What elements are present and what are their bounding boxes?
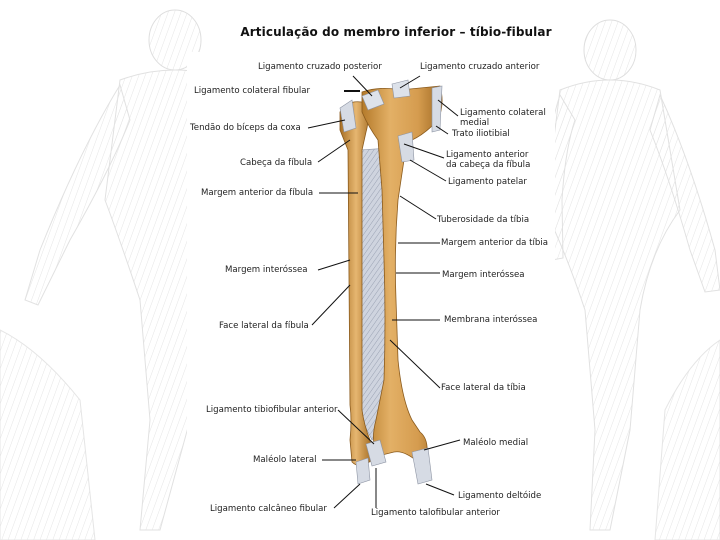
label-margem-interossea-fibula: Margem interóssea: [225, 265, 308, 275]
label-ligamento-anterior-cabeca-fibula: Ligamento anterior da cabeça da fíbula: [446, 150, 530, 170]
label-margem-anterior-fibula: Margem anterior da fíbula: [201, 188, 313, 198]
label-ligamento-colateral-fibular: Ligamento colateral fibular: [194, 86, 310, 96]
label-trato-iliotibial: Trato iliotibial: [452, 129, 510, 139]
label-maleolo-medial: Maléolo medial: [463, 438, 528, 448]
label-ligamento-tibiofibular-anterior: Ligamento tibiofibular anterior: [206, 405, 338, 415]
label-ligamento-calcaneo-fibular: Ligamento calcâneo fibular: [210, 504, 327, 514]
label-margem-interossea-tibia: Margem interóssea: [442, 270, 525, 280]
label-ligamento-deltoide: Ligamento deltóide: [458, 491, 541, 501]
label-ligamento-patelar: Ligamento patelar: [448, 177, 527, 187]
label-tuberosidade-tibia: Tuberosidade da tíbia: [437, 215, 529, 225]
label-membrana-interossea: Membrana interóssea: [444, 315, 537, 325]
label-ligamento-colateral-medial: Ligamento colateral medial: [460, 108, 546, 128]
label-ligamento-cruzado-anterior: Ligamento cruzado anterior: [420, 62, 539, 72]
label-maleolo-lateral: Maléolo lateral: [253, 455, 317, 465]
label-margem-anterior-tibia: Margem anterior da tíbia: [441, 238, 548, 248]
label-face-lateral-tibia: Face lateral da tíbia: [441, 383, 526, 393]
label-ligamento-cruzado-posterior: Ligamento cruzado posterior: [258, 62, 382, 72]
background-figure-right: [545, 20, 720, 540]
label-cabeca-fibula: Cabeça da fíbula: [240, 158, 312, 168]
label-tendao-biceps-coxa: Tendão do bíceps da coxa: [190, 123, 301, 133]
label-face-lateral-fibula: Face lateral da fíbula: [219, 321, 309, 331]
label-ligamento-talofibular-anterior: Ligamento talofibular anterior: [371, 508, 500, 518]
slide-title: Articulação do membro inferior – tíbio-f…: [0, 25, 720, 39]
